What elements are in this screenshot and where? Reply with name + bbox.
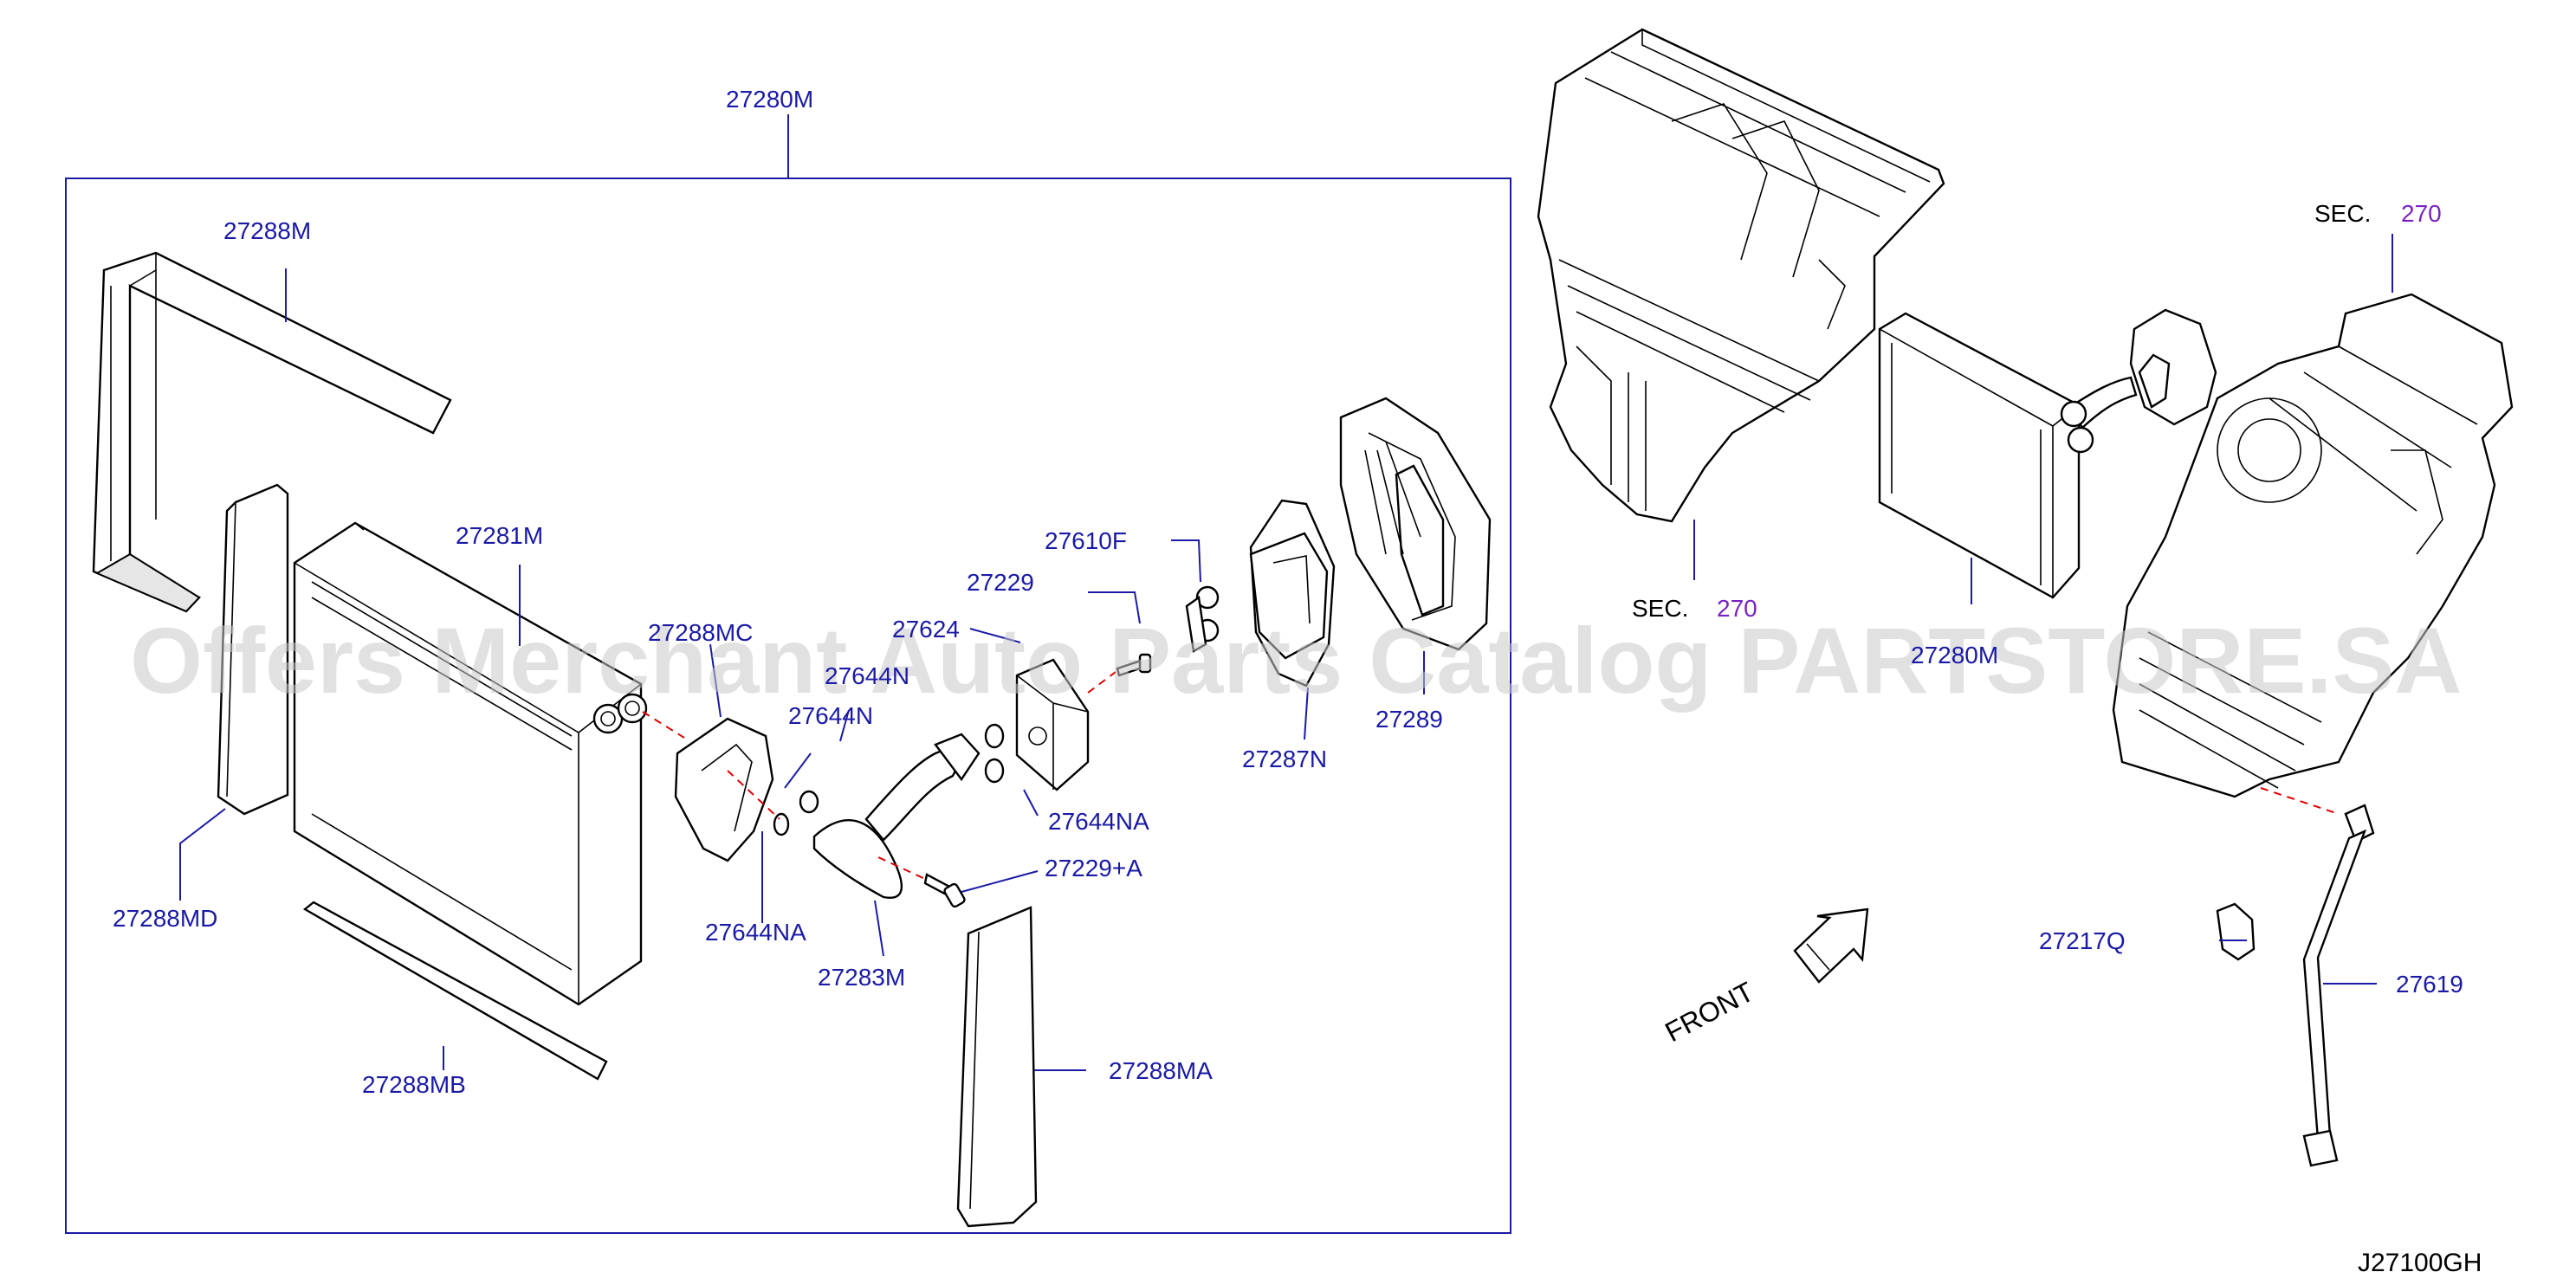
top-seal-part xyxy=(92,251,452,613)
part-label: 27280M xyxy=(1911,642,1998,668)
part-label: 27280M xyxy=(726,86,813,113)
part-label: 27644N xyxy=(825,662,909,689)
part-label: 27644NA xyxy=(705,919,806,946)
clip-610f xyxy=(1185,585,1220,653)
part-label: 27229+A xyxy=(1045,855,1142,881)
hvac-case-upper xyxy=(1537,28,1945,523)
pipe-assembly xyxy=(812,733,981,899)
bolt-229a xyxy=(923,873,966,908)
side-seal-md xyxy=(217,483,289,816)
section-ref-prefix: SEC. xyxy=(2314,200,2371,227)
part-label: 27281M xyxy=(456,522,543,549)
o-ring xyxy=(984,758,1005,784)
part-label: 27288MA xyxy=(1109,1057,1213,1084)
section-ref-number: 270 xyxy=(2401,200,2442,227)
part-label: 27288MB xyxy=(362,1071,466,1098)
part-label: 27288M xyxy=(223,217,311,244)
section-ref-prefix: SEC. xyxy=(1632,595,1688,622)
part-label: 27619 xyxy=(2396,971,2463,998)
side-panel-ma xyxy=(956,906,1038,1228)
clip-217q xyxy=(2216,902,2256,961)
part-label: 27283M xyxy=(818,964,905,991)
o-ring xyxy=(984,723,1005,749)
hvac-case-lower xyxy=(2112,293,2514,798)
part-label: 27288MD xyxy=(113,905,217,932)
evaporator-right xyxy=(1878,312,2081,599)
front-label: FRONT xyxy=(1660,976,1758,1049)
part-label: 27287N xyxy=(1242,746,1327,772)
watermark-text: Offers Merchant Auto Parts Catalog PARTS… xyxy=(130,608,2462,713)
section-ref-number: 270 xyxy=(1717,595,1757,622)
expansion-valve xyxy=(1015,658,1090,791)
bottom-seal-mb xyxy=(302,901,608,1081)
part-label: 27289 xyxy=(1375,706,1443,733)
part-label: 27610F xyxy=(1045,527,1127,554)
front-arrow xyxy=(1793,907,1869,984)
evaporator-core xyxy=(293,521,648,1006)
part-label: 27217Q xyxy=(2039,927,2126,954)
part-label: 27644N xyxy=(788,702,873,729)
diagram-code: J27100GH xyxy=(2358,1249,2482,1277)
valve-right xyxy=(2060,308,2217,454)
o-ring xyxy=(799,790,819,814)
seal-block-mc xyxy=(674,717,774,862)
grommet-289 xyxy=(1339,397,1492,651)
part-label: 27288MC xyxy=(648,619,753,646)
part-label: 27229 xyxy=(967,569,1034,596)
part-label: 27644NA xyxy=(1048,808,1149,835)
cover-287n xyxy=(1249,499,1336,688)
drain-hose xyxy=(2302,804,2375,1167)
part-label: 27624 xyxy=(892,616,960,642)
bolt-229 xyxy=(1116,653,1152,677)
o-ring xyxy=(773,812,790,836)
